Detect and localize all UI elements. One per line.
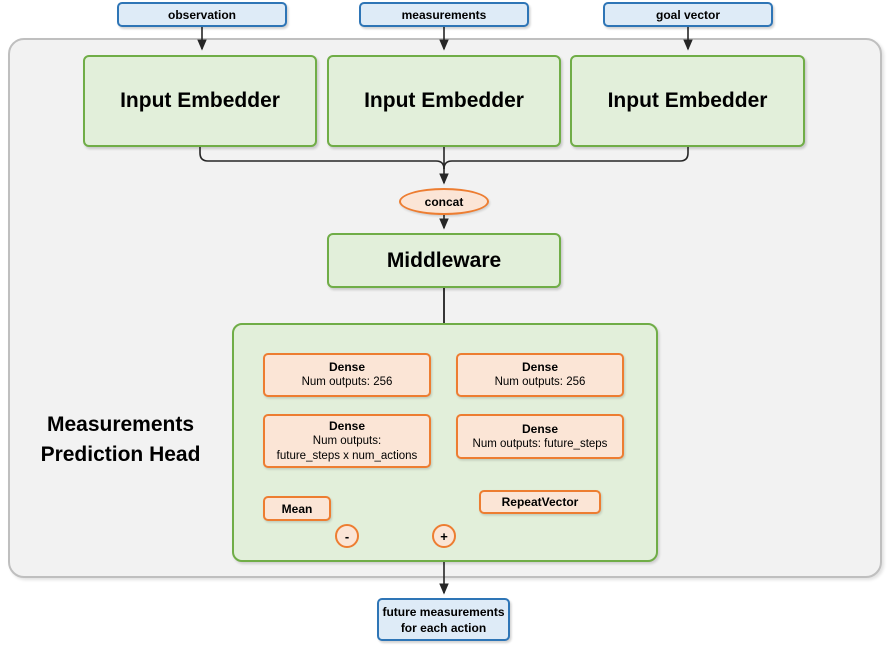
dense-title: Dense	[328, 418, 366, 433]
middleware-node: Middleware	[327, 233, 561, 288]
output-label-line2: for each action	[400, 620, 487, 635]
prediction-head-title: Measurements Prediction Head	[40, 413, 201, 466]
dense-title: Dense	[521, 421, 559, 436]
dense-left-top: Dense Num outputs: 256	[263, 353, 431, 397]
repeat-vector-label: RepeatVector	[501, 495, 579, 509]
mean-label: Mean	[281, 501, 313, 516]
dense-left-bottom: Dense Num outputs: future_steps x num_ac…	[263, 414, 431, 468]
input-embedder-label: Input Embedder	[120, 89, 280, 112]
input-embedder-1: Input Embedder	[83, 55, 317, 147]
dense-title: Dense	[328, 360, 366, 374]
add-op-label: +	[440, 528, 448, 544]
input-embedder-label: Input Embedder	[364, 89, 524, 112]
input-node-label: observation	[167, 7, 236, 22]
input-embedder-3: Input Embedder	[570, 55, 805, 147]
output-label-line1: future measurements	[382, 604, 505, 619]
input-node-measurements: measurements	[359, 2, 529, 27]
add-op-node: +	[432, 524, 456, 548]
dense-num-outputs: Num outputs: future_steps	[472, 437, 608, 450]
input-embedder-label: Input Embedder	[607, 89, 768, 112]
input-node-label: measurements	[401, 7, 487, 22]
concat-label: concat	[424, 194, 464, 209]
output-node: future measurements for each action	[377, 598, 510, 641]
subtract-op-label: -	[344, 528, 350, 544]
input-node-observation: observation	[117, 2, 287, 27]
middleware-label: Middleware	[386, 248, 502, 272]
concat-node: concat	[399, 188, 489, 215]
dense-num-outputs: Num outputs: 256	[494, 376, 586, 388]
input-node-label: goal vector	[655, 7, 721, 22]
dense-title: Dense	[521, 360, 559, 374]
dense-num-outputs: Num outputs: 256	[301, 376, 393, 388]
mean-node: Mean	[263, 496, 331, 521]
dense-num-outputs: Num outputs:	[312, 434, 382, 447]
input-node-goal-vector: goal vector	[603, 2, 773, 27]
dense-num-outputs-value: future_steps x num_actions	[276, 449, 418, 462]
dense-right-bottom: Dense Num outputs: future_steps	[456, 414, 624, 459]
subtract-op-node: -	[335, 524, 359, 548]
repeat-vector-node: RepeatVector	[479, 490, 601, 514]
input-embedder-2: Input Embedder	[327, 55, 561, 147]
dense-right-top: Dense Num outputs: 256	[456, 353, 624, 397]
